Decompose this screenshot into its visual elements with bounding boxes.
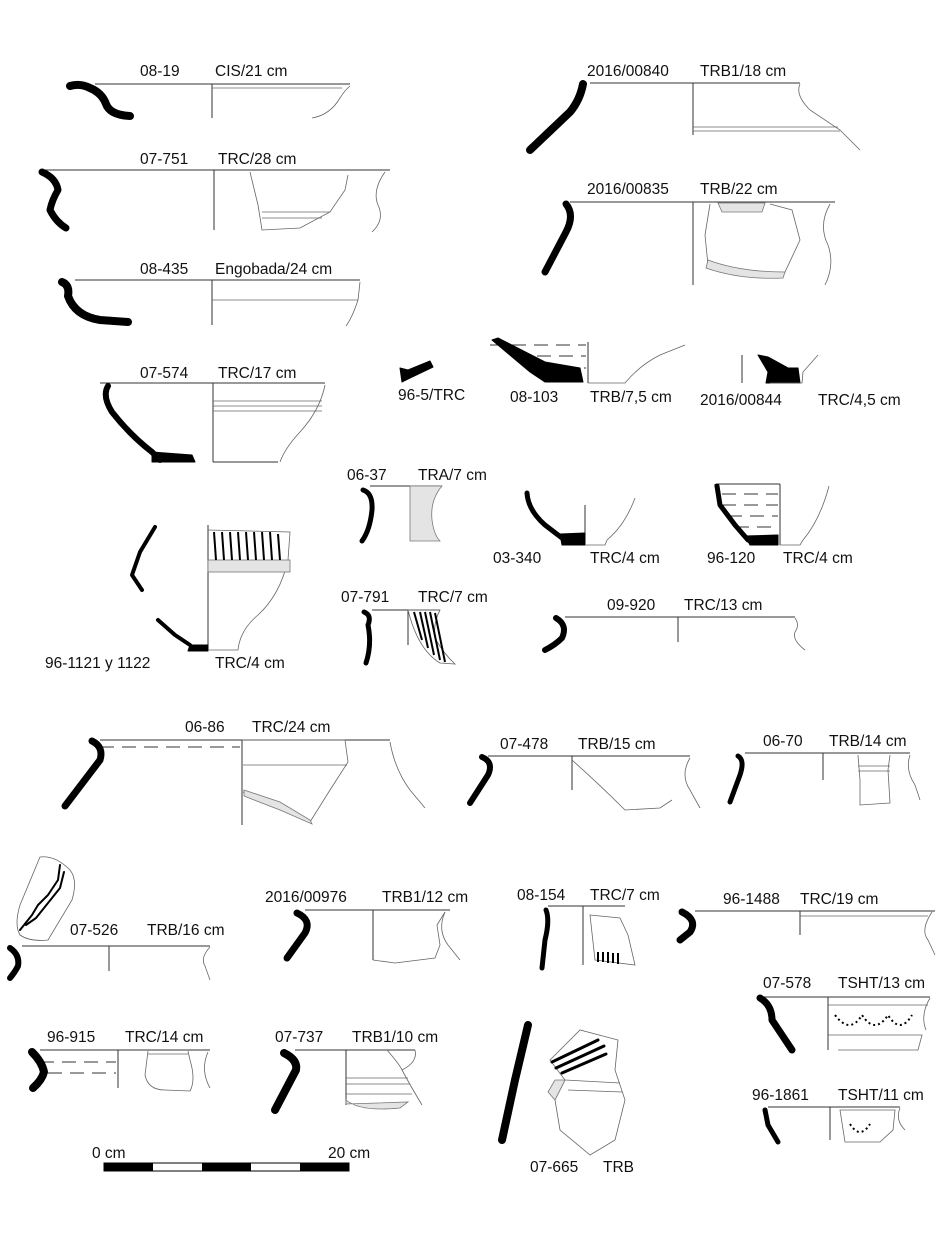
sherd-type: TRC/4 cm (590, 550, 660, 567)
sherd-07-751: 07-751 TRC/28 cm (38, 151, 390, 233)
sherd-type: TSHT/11 cm (838, 1087, 924, 1104)
sherd-96-1488: 96-1488 TRC/19 cm (676, 891, 936, 956)
sherd-07-526: 07-526 TRB/16 cm (7, 856, 225, 981)
sherd-96-915: 96-915 TRC/14 cm (28, 1029, 211, 1092)
sherd-id: 07-665 (530, 1159, 578, 1176)
scale-bar: 0 cm 20 cm (92, 1145, 370, 1172)
sherd-id: 07-526 (70, 922, 118, 939)
sherd-type: TSHT/13 cm (838, 975, 925, 992)
sherd-07-574: 07-574 TRC/17 cm (100, 365, 326, 463)
sherd-03-340: 03-340 TRC/4 cm (493, 490, 660, 567)
sherd-id: 06-37 (347, 467, 387, 484)
sherd-type: TRC/4 cm (783, 550, 853, 567)
sherd-type: TRB1/10 cm (352, 1029, 438, 1046)
sherd-96-5: 96-5/TRC (398, 360, 465, 404)
sherd-type: TRB (603, 1159, 634, 1176)
sherd-id: 96-1121 y 1122 (45, 655, 150, 672)
sherd-08-19: 08-19 CIS/21 cm (66, 63, 351, 120)
sherd-type: TRB/14 cm (829, 733, 907, 750)
sherd-id: 08-154 (517, 887, 566, 904)
sherd-07-791: 07-791 TRC/7 cm (341, 589, 488, 666)
sherd-type: TRB/7,5 cm (590, 389, 672, 406)
sherd-2016-00844: 2016/00844 TRC/4,5 cm (700, 354, 901, 409)
sherd-id: 2016/00840 (587, 63, 669, 80)
sherd-96-1121: 96-1121 y 1122 TRC/4 cm (45, 525, 291, 672)
sherd-type: Engobada/24 cm (215, 261, 332, 278)
sherd-06-86: 06-86 TRC/24 cm (61, 719, 426, 825)
sherd-2016-00835: 2016/00835 TRB/22 cm (541, 181, 835, 286)
sherd-08-154: 08-154 TRC/7 cm (517, 887, 660, 971)
sherd-type: TRC/7 cm (418, 589, 488, 606)
scale-end-label: 20 cm (328, 1145, 370, 1162)
sherd-type: TRB1/18 cm (700, 63, 786, 80)
sherd-type: TRC/19 cm (800, 891, 878, 908)
sherd-id: 96-1861 (752, 1087, 809, 1104)
sherd-type: TRC/4 cm (215, 655, 285, 672)
sherd-id: 07-791 (341, 589, 389, 606)
sherd-id: 96-1488 (723, 891, 780, 908)
sherd-09-920: 09-920 TRC/13 cm (542, 597, 806, 653)
sherd-id: 06-70 (763, 733, 803, 750)
sherd-id: 08-435 (140, 261, 188, 278)
sherd-id: 09-920 (607, 597, 656, 614)
sherd-type: TRC/7 cm (590, 887, 660, 904)
sherd-06-70: 06-70 TRB/14 cm (727, 733, 921, 806)
sherd-id: 2016/00844 (700, 392, 782, 409)
sherd-type: TRC/17 cm (218, 365, 296, 382)
sherd-id: 03-340 (493, 550, 542, 567)
sherd-type: TRB/22 cm (700, 181, 778, 198)
scale-start-label: 0 cm (92, 1145, 126, 1162)
sherd-type: TRB/16 cm (147, 922, 225, 939)
sherd-2016-00976: 2016/00976 TRB1/12 cm (265, 889, 468, 964)
sherd-2016-00840: 2016/00840 TRB1/18 cm (526, 63, 861, 154)
sherd-07-478: 07-478 TRB/15 cm (467, 736, 701, 811)
sherd-06-37: 06-37 TRA/7 cm (347, 467, 487, 544)
sherd-type: TRC/13 cm (684, 597, 762, 614)
sherd-07-737: 07-737 TRB1/10 cm (271, 1029, 438, 1114)
sherd-type: TRB/15 cm (578, 736, 656, 753)
sherd-type: TRC/28 cm (218, 151, 296, 168)
sherd-96-1861: 96-1861 TSHT/11 cm (752, 1087, 924, 1145)
sherd-id: 07-737 (275, 1029, 323, 1046)
sherd-type: CIS/21 cm (215, 63, 287, 80)
sherd-type: TRC/14 cm (125, 1029, 203, 1046)
sherd-type: TRC/4,5 cm (818, 392, 901, 409)
sherd-type: TRC/24 cm (252, 719, 330, 736)
sherd-96-120: 96-120 TRC/4 cm (707, 483, 853, 567)
sherd-08-435: 08-435 Engobada/24 cm (58, 261, 361, 327)
sherd-id: 08-103 (510, 389, 558, 406)
sherd-id: 96-120 (707, 550, 756, 567)
sherd-08-103: 08-103 TRB/7,5 cm (490, 337, 686, 406)
sherd-id: 07-578 (763, 975, 811, 992)
sherd-id: 96-5/TRC (398, 387, 465, 404)
sherd-id: 96-915 (47, 1029, 95, 1046)
sherd-type: TRA/7 cm (418, 467, 487, 484)
sherd-id: 08-19 (140, 63, 180, 80)
sherd-id: 2016/00976 (265, 889, 347, 906)
sherd-id: 07-751 (140, 151, 188, 168)
sherd-id: 2016/00835 (587, 181, 669, 198)
sherd-07-665: 07-665 TRB (498, 1021, 634, 1176)
sherd-id: 06-86 (185, 719, 225, 736)
sherd-id: 07-574 (140, 365, 189, 382)
sherd-07-578: 07-578 TSHT/13 cm (756, 975, 931, 1054)
sherd-id: 07-478 (500, 736, 548, 753)
sherd-type: TRB1/12 cm (382, 889, 468, 906)
